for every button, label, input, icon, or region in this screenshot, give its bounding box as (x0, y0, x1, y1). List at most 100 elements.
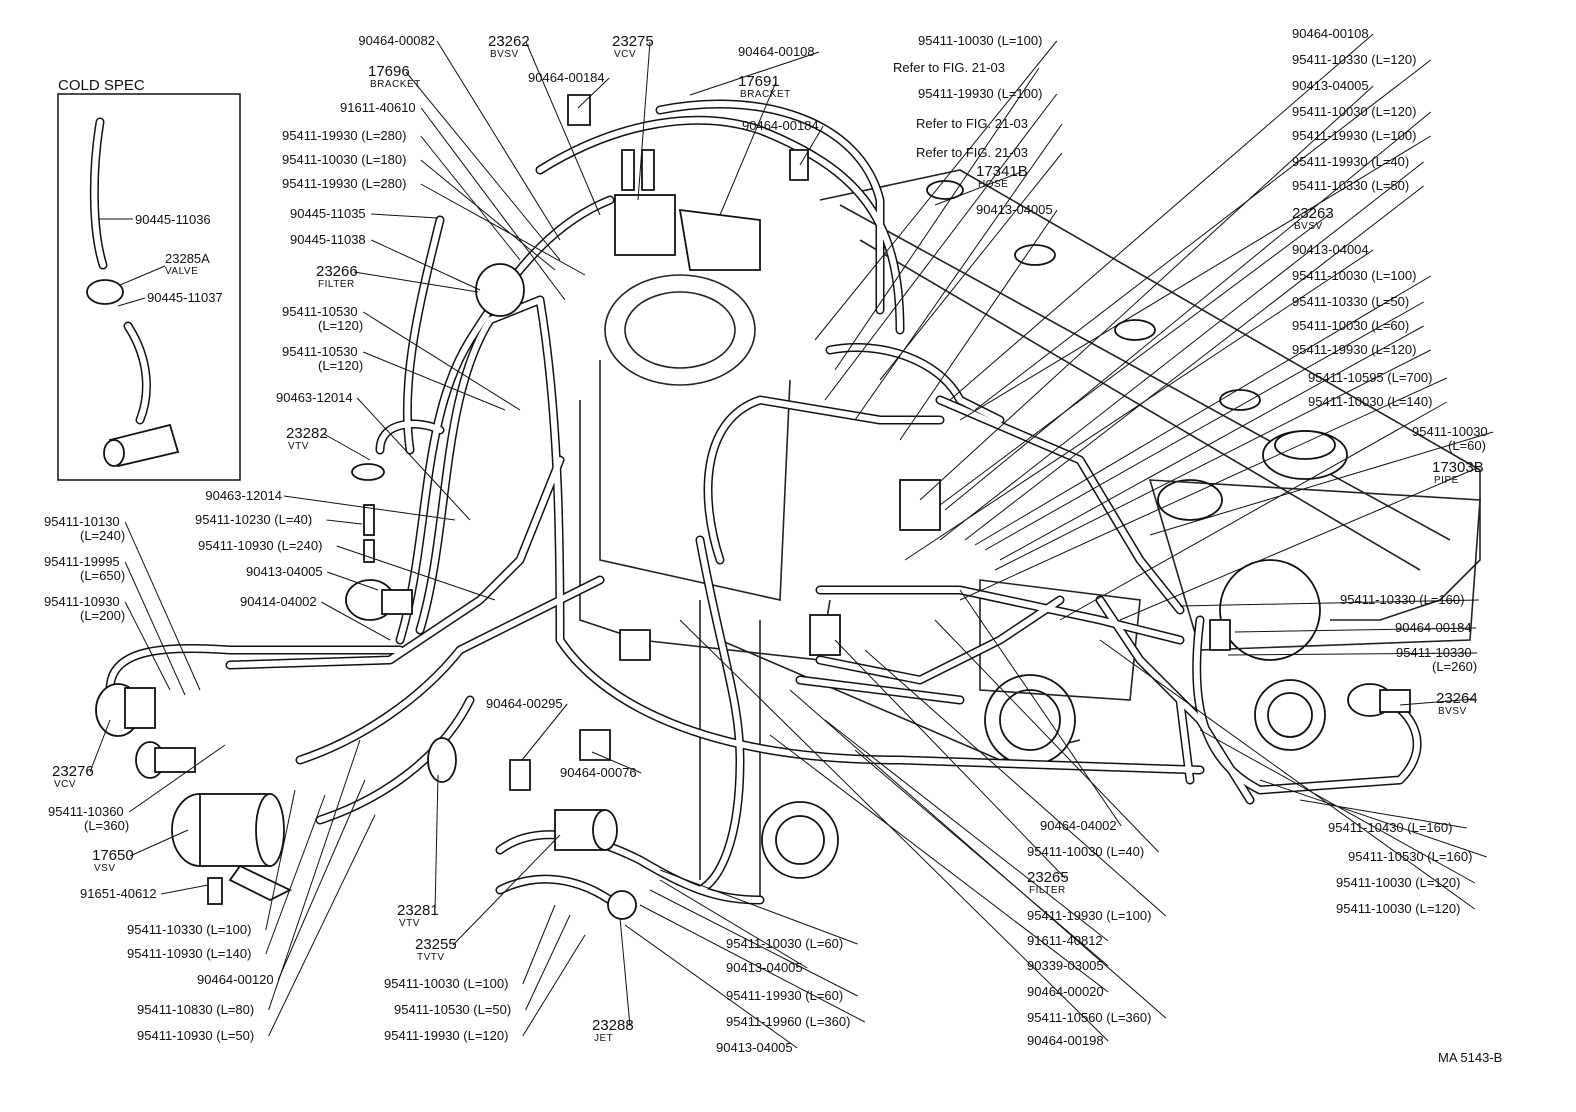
part-number-label: 95411-10330 (L=120) (1292, 52, 1416, 67)
callout-leader-line (405, 71, 561, 261)
part-number-label: 95411-10930 (L=50) (137, 1028, 254, 1043)
part-callout: 95411-10430 (L=160) (1299, 799, 1467, 835)
part-callout: 95411-10030 (L=100) (814, 33, 1058, 341)
callout-leader-line (320, 601, 391, 641)
callout-leader-line (89, 719, 111, 773)
part-callout: 90413-04005 (919, 78, 1374, 501)
part-number-label: 91611-40812 (1027, 933, 1103, 948)
callout-leader-line (436, 40, 561, 241)
part-callout: Refer to FIG. 21-03 (879, 145, 1063, 381)
part-callout: 95411-10560 (L=360) (789, 689, 1167, 1025)
part-callout: 90445-11038 (290, 232, 481, 291)
callout-leader-line (323, 433, 371, 461)
part-callout: 90464-00120 (197, 779, 366, 987)
callout-leader-line (879, 152, 1063, 381)
part-number-label: 90464-00198 (1027, 1033, 1104, 1048)
cold-spec-inset: COLD SPEC 90445-11036 23285A VALVE 90445… (57, 77, 241, 481)
part-number-label: 91651-40612 (80, 886, 157, 901)
part-number-label: 95411-19930 (L=40) (1292, 154, 1409, 169)
part-callout: 90463-12014 (276, 390, 471, 521)
part-callout: 95411-10530(L=120) (282, 344, 506, 411)
cold-spec-frame (57, 93, 241, 481)
part-name-label: TVTV (417, 952, 445, 963)
part-number-label: 95411-10230 (L=40) (195, 512, 312, 527)
part-number-label: 95411-10930 (44, 594, 120, 609)
callout-leader-line (944, 111, 1432, 511)
part-callout: 95411-19930 (L=280) (282, 128, 521, 261)
part-number-label: 95411-10030 (1412, 424, 1488, 439)
callout-leader-line (619, 917, 631, 1027)
callout-leader-line (265, 794, 326, 955)
callout-leader-line (959, 377, 1448, 601)
part-callout: 95411-10330 (L=120) (974, 52, 1432, 411)
callout-leader-line (161, 884, 209, 895)
part-callout: 95411-10330 (L=50) (984, 294, 1424, 551)
callout-leader-line (974, 59, 1432, 411)
part-callout: 95411-10030 (L=120) (1099, 639, 1476, 916)
callout-leader-line (814, 40, 1058, 341)
part-callout: 95411-10330 (L=50) (964, 178, 1424, 541)
callout-leader-line (904, 249, 1374, 561)
part-number-label: 95411-10530 (L=160) (1348, 849, 1472, 864)
part-callout: 95411-10030 (L=120) (1199, 729, 1476, 890)
callout-leader-line (799, 125, 824, 166)
part-callout: 95411-19930 (L=40) (939, 154, 1424, 541)
callout-leader-line (370, 239, 481, 291)
part-name-label: (L=260) (1432, 659, 1477, 674)
part-number-label: 95411-19930 (L=120) (384, 1028, 508, 1043)
part-number-label: 90464-00076 (560, 765, 637, 780)
callout-leader-line (939, 213, 1331, 506)
part-name-label: VCV (614, 49, 636, 60)
callout-leader-line (521, 703, 568, 761)
part-callout: 95411-19930 (L=120) (384, 934, 586, 1043)
part-number-label: 23275 (612, 33, 654, 50)
part-callout: 90464-00184 (742, 118, 824, 166)
callout-leader-line (434, 774, 439, 912)
callout-leader-line (420, 135, 521, 261)
part-callout: 90464-00108 (689, 44, 820, 96)
part-callout: 95411-10930 (L=50) (137, 814, 376, 1043)
part-number-label: 90464-00184 (528, 70, 605, 85)
callout-leader-line (999, 325, 1424, 561)
part-name-label: (L=60) (1448, 438, 1486, 453)
part-callout: 90413-04005 (899, 202, 1058, 441)
part-callout: 90464-04002 (959, 589, 1122, 833)
part-callout: 90464-00020 (769, 734, 1109, 999)
callout-leader-line (283, 495, 456, 521)
part-name-label: VCV (54, 779, 76, 790)
part-name-label: VSV (94, 863, 116, 874)
part-callout: 95411-10030 (L=100) (384, 904, 556, 991)
part-number-label: 95411-10030 (L=100) (1292, 268, 1416, 283)
part-number-label: 90413-04005 (726, 960, 803, 975)
part-number-label: 95411-19930 (L=100) (918, 86, 1042, 101)
part-number-label: 95411-10330 (L=50) (1292, 178, 1409, 193)
part-number-label: 95411-10595 (L=700) (1308, 370, 1432, 385)
callout-leader-line (336, 545, 496, 601)
callout-leader-line (949, 33, 1374, 401)
part-number-label: 95411-19960 (L=360) (726, 1014, 850, 1029)
part-number-label: 23281 (397, 902, 439, 919)
part-name-label: (L=360) (84, 818, 129, 833)
part-callout: 95411-19930 (L=100) (824, 86, 1058, 401)
part-callout: 95411-10030 (L=60) (659, 869, 858, 951)
part-number-label: 90413-04004 (1292, 242, 1369, 257)
part-number-label: Refer to FIG. 21-03 (893, 60, 1005, 75)
part-number-label: 90464-00120 (197, 972, 274, 987)
callout-leader-line (824, 93, 1058, 401)
part-number-label: 95411-10030 (L=60) (1292, 318, 1409, 333)
callout-leader-line (659, 879, 808, 969)
callout-leader-line (353, 271, 479, 293)
part-number-label: 23263 (1292, 205, 1334, 222)
callout-leader-line (420, 183, 586, 276)
cold-spec-label: 90445-11037 (147, 290, 223, 305)
callout-leader-line (834, 639, 1066, 879)
part-number-label: 90413-04005 (976, 202, 1053, 217)
part-number-label: 95411-19995 (44, 554, 120, 569)
